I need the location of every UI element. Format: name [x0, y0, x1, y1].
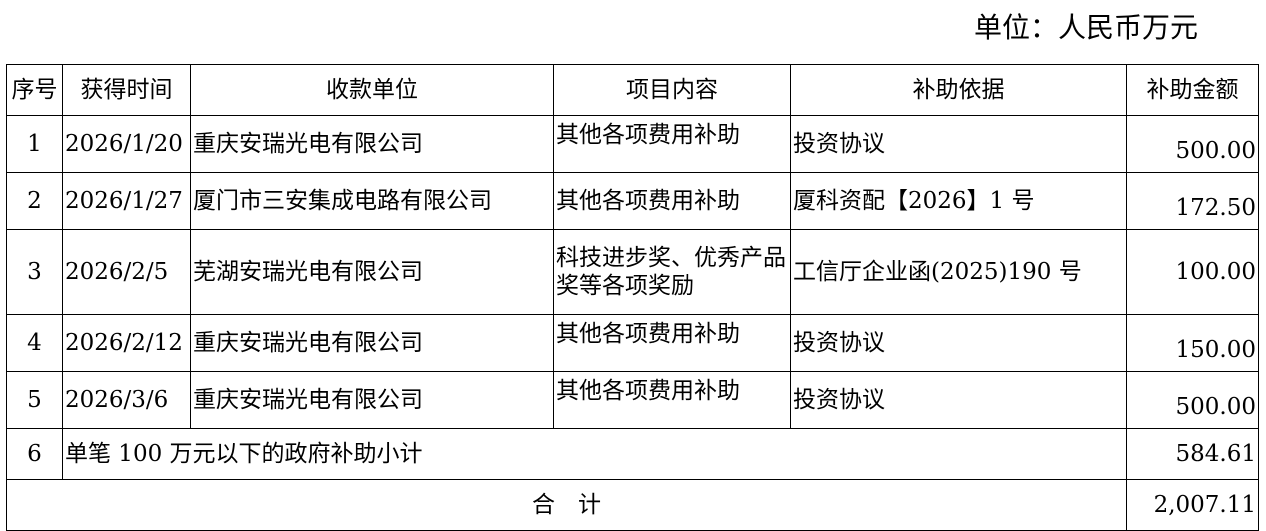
row-amount: 172.50 [1126, 172, 1259, 230]
header-content: 项目内容 [553, 64, 791, 116]
row-basis: 投资协议 [790, 115, 1127, 173]
row-content: 其他各项费用补助 [553, 115, 791, 173]
table-row: 1 2026/1/20 重庆安瑞光电有限公司 其他各项费用补助 投资协议 500… [6, 115, 1259, 173]
row-date: 2026/2/5 [62, 229, 191, 315]
row-no: 2 [6, 172, 63, 230]
row-date: 2026/3/6 [62, 371, 191, 429]
total-label: 合 计 [6, 479, 1127, 531]
row-content: 其他各项费用补助 [553, 172, 791, 230]
table-row: 3 2026/2/5 芜湖安瑞光电有限公司 科技进步奖、优秀产品奖等各项奖励 工… [6, 229, 1259, 315]
header-payee: 收款单位 [190, 64, 554, 116]
row-amount: 500.00 [1126, 115, 1259, 173]
header-row: 序号 获得时间 收款单位 项目内容 补助依据 补助金额 [6, 64, 1259, 116]
row-content: 其他各项费用补助 [553, 314, 791, 372]
row-basis: 投资协议 [790, 314, 1127, 372]
row-no: 5 [6, 371, 63, 429]
table-row: 4 2026/2/12 重庆安瑞光电有限公司 其他各项费用补助 投资协议 150… [6, 314, 1259, 372]
row-payee: 芜湖安瑞光电有限公司 [190, 229, 554, 315]
table-row: 5 2026/3/6 重庆安瑞光电有限公司 其他各项费用补助 投资协议 500.… [6, 371, 1259, 429]
subtotal-no: 6 [6, 428, 63, 480]
header-no: 序号 [6, 64, 63, 116]
total-row: 合 计 2,007.11 [6, 479, 1259, 531]
unit-label: 单位：人民币万元 [973, 11, 1198, 44]
row-date: 2026/2/12 [62, 314, 191, 372]
row-amount: 150.00 [1126, 314, 1259, 372]
row-amount: 100.00 [1126, 229, 1259, 315]
row-basis: 厦科资配【2026】1 号 [790, 172, 1127, 230]
table-row: 2 2026/1/27 厦门市三安集成电路有限公司 其他各项费用补助 厦科资配【… [6, 172, 1259, 230]
subsidy-table: 序号 获得时间 收款单位 项目内容 补助依据 补助金额 1 2026/1/20 … [6, 64, 1259, 531]
row-no: 4 [6, 314, 63, 372]
row-basis: 投资协议 [790, 371, 1127, 429]
row-date: 2026/1/20 [62, 115, 191, 173]
subtotal-label: 单笔 100 万元以下的政府补助小计 [62, 428, 1127, 480]
row-amount: 500.00 [1126, 371, 1259, 429]
row-basis: 工信厅企业函(2025)190 号 [790, 229, 1127, 315]
row-date: 2026/1/27 [62, 172, 191, 230]
total-amount: 2,007.11 [1126, 479, 1259, 531]
row-payee: 重庆安瑞光电有限公司 [190, 371, 554, 429]
header-amount: 补助金额 [1126, 64, 1259, 116]
subtotal-amount: 584.61 [1126, 428, 1259, 480]
header-basis: 补助依据 [790, 64, 1127, 116]
row-content: 其他各项费用补助 [553, 371, 791, 429]
row-no: 1 [6, 115, 63, 173]
header-date: 获得时间 [62, 64, 191, 116]
subtotal-row: 6 单笔 100 万元以下的政府补助小计 584.61 [6, 428, 1259, 480]
row-no: 3 [6, 229, 63, 315]
row-payee: 重庆安瑞光电有限公司 [190, 115, 554, 173]
row-payee: 重庆安瑞光电有限公司 [190, 314, 554, 372]
row-payee: 厦门市三安集成电路有限公司 [190, 172, 554, 230]
row-content: 科技进步奖、优秀产品奖等各项奖励 [553, 229, 791, 315]
